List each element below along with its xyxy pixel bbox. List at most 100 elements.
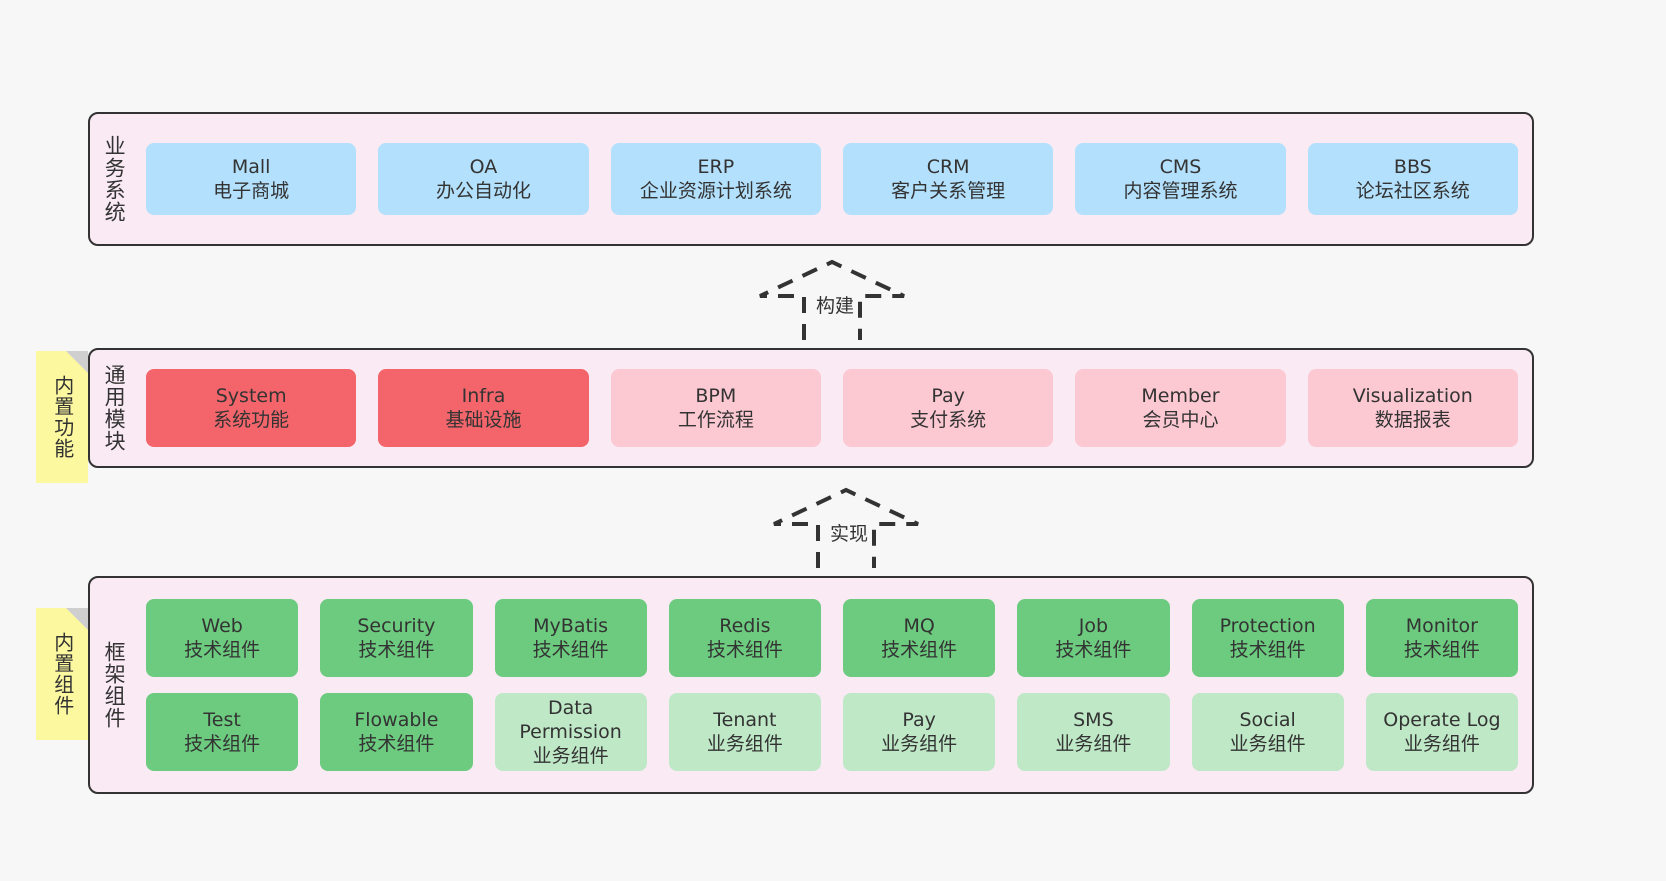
business-card-mall[interactable]: Mall 电子商城	[146, 143, 357, 215]
card-subtitle: 技术组件	[881, 639, 958, 661]
card-subtitle: 业务组件	[1403, 733, 1480, 755]
card-title: BPM	[695, 384, 737, 407]
card-title: OA	[469, 155, 498, 178]
card-subtitle: 技术组件	[358, 733, 435, 755]
business-system-card-row: Mall 电子商城 OA 办公自动化 ERP 企业资源计划系统 CRM 客户关系…	[146, 143, 1518, 215]
business-card-cms[interactable]: CMS 内容管理系统	[1075, 143, 1286, 215]
card-title: Web	[201, 614, 243, 637]
card-title: Job	[1078, 614, 1109, 637]
business-card-erp[interactable]: ERP 企业资源计划系统	[610, 143, 821, 215]
framework-card-monitor[interactable]: Monitor 技术组件	[1365, 599, 1518, 677]
card-subtitle: 办公自动化	[435, 180, 531, 202]
card-subtitle: 企业资源计划系统	[639, 180, 792, 202]
card-title: Security	[357, 614, 436, 637]
card-subtitle: 业务组件	[881, 733, 958, 755]
card-title: Flowable	[354, 708, 439, 731]
framework-component-layer: 框架组件 Web 技术组件 Security 技术组件 MyBatis 技术组件…	[88, 576, 1534, 794]
common-module-layer-body: System 系统功能 Infra 基础设施 BPM 工作流程 Pay 支付系统…	[138, 350, 1532, 466]
framework-card-flowable[interactable]: Flowable 技术组件	[320, 693, 473, 771]
card-title: Monitor	[1405, 614, 1478, 637]
card-title: SMS	[1073, 708, 1114, 731]
common-module-layer: 通用模块 System 系统功能 Infra 基础设施 BPM 工作流程 Pay…	[88, 348, 1534, 468]
common-card-bpm[interactable]: BPM 工作流程	[610, 369, 821, 447]
framework-card-test[interactable]: Test 技术组件	[146, 693, 299, 771]
card-title: CRM	[926, 155, 970, 178]
business-card-crm[interactable]: CRM 客户关系管理	[842, 143, 1054, 215]
card-subtitle: 业务组件	[532, 745, 609, 768]
framework-card-mybatis[interactable]: MyBatis 技术组件	[494, 599, 647, 677]
business-card-oa[interactable]: OA 办公自动化	[378, 143, 589, 215]
card-title: Pay	[902, 708, 936, 731]
card-title: CMS	[1159, 155, 1202, 178]
framework-card-mq[interactable]: MQ 技术组件	[843, 599, 996, 677]
business-system-layer-body: Mall 电子商城 OA 办公自动化 ERP 企业资源计划系统 CRM 客户关系…	[138, 114, 1532, 244]
build-arrow-label: 构建	[816, 295, 855, 317]
common-card-visualization[interactable]: Visualization 数据报表	[1307, 369, 1518, 447]
card-title: Data Permission	[519, 696, 622, 743]
framework-card-redis[interactable]: Redis 技术组件	[668, 599, 821, 677]
card-subtitle: 工作流程	[677, 409, 754, 431]
card-subtitle: 技术组件	[1055, 639, 1132, 661]
card-subtitle: 技术组件	[184, 733, 261, 755]
framework-card-operate-log[interactable]: Operate Log 业务组件	[1365, 693, 1518, 771]
framework-card-data-permission[interactable]: Data Permission 业务组件	[494, 693, 647, 771]
note-fold-corner-icon	[66, 608, 88, 630]
card-subtitle: 数据报表	[1374, 409, 1451, 431]
card-title: Protection	[1219, 614, 1316, 637]
card-subtitle: 技术组件	[1229, 639, 1306, 661]
framework-card-protection[interactable]: Protection 技术组件	[1191, 599, 1344, 677]
card-title: MQ	[903, 614, 935, 637]
framework-card-job[interactable]: Job 技术组件	[1017, 599, 1170, 677]
card-subtitle: 系统功能	[213, 409, 290, 431]
common-module-layer-title: 通用模块	[102, 364, 127, 452]
business-system-layer-title: 业务系统	[102, 135, 127, 223]
card-subtitle: 技术组件	[706, 639, 783, 661]
card-subtitle: 技术组件	[358, 639, 435, 661]
card-title: Social	[1239, 708, 1296, 731]
business-system-layer: 业务系统 Mall 电子商城 OA 办公自动化 ERP 企业资源计划系统 CRM…	[88, 112, 1534, 246]
framework-card-tenant[interactable]: Tenant 业务组件	[668, 693, 821, 771]
card-subtitle: 业务组件	[1229, 733, 1306, 755]
card-title: Infra	[461, 384, 506, 407]
card-subtitle: 客户关系管理	[891, 180, 1006, 202]
card-title: Visualization	[1352, 384, 1473, 407]
framework-card-sms[interactable]: SMS 业务组件	[1017, 693, 1170, 771]
card-title: Member	[1141, 384, 1220, 407]
framework-component-layer-title: 框架组件	[102, 641, 127, 729]
card-subtitle: 技术组件	[184, 639, 261, 661]
common-card-member[interactable]: Member 会员中心	[1075, 369, 1286, 447]
card-subtitle: 支付系统	[910, 409, 987, 431]
common-card-system[interactable]: System 系统功能	[146, 369, 357, 447]
card-title: Pay	[931, 384, 965, 407]
card-title: BBS	[1393, 155, 1432, 178]
card-title: Operate Log	[1383, 708, 1501, 731]
card-subtitle: 内容管理系统	[1123, 180, 1238, 202]
card-subtitle: 电子商城	[213, 180, 290, 202]
card-title: System	[215, 384, 287, 407]
card-title: Test	[203, 708, 241, 731]
card-subtitle: 会员中心	[1142, 409, 1219, 431]
card-title: Redis	[719, 614, 771, 637]
framework-card-security[interactable]: Security 技术组件	[320, 599, 473, 677]
framework-card-web[interactable]: Web 技术组件	[146, 599, 299, 677]
card-subtitle: 基础设施	[445, 409, 522, 431]
common-module-card-row: System 系统功能 Infra 基础设施 BPM 工作流程 Pay 支付系统…	[146, 369, 1518, 447]
note-fold-corner-icon	[66, 351, 88, 373]
card-title: MyBatis	[533, 614, 609, 637]
common-card-pay[interactable]: Pay 支付系统	[842, 369, 1054, 447]
framework-business-card-row: Test 技术组件 Flowable 技术组件 Data Permission …	[146, 693, 1518, 771]
card-subtitle: 技术组件	[532, 639, 609, 661]
card-subtitle: 论坛社区系统	[1355, 180, 1470, 202]
framework-card-social[interactable]: Social 业务组件	[1191, 693, 1344, 771]
card-title: Tenant	[713, 708, 777, 731]
builtin-component-note: 内置组件	[36, 608, 88, 740]
framework-card-pay[interactable]: Pay 业务组件	[843, 693, 996, 771]
business-card-bbs[interactable]: BBS 论坛社区系统	[1307, 143, 1518, 215]
common-card-infra[interactable]: Infra 基础设施	[378, 369, 589, 447]
builtin-component-note-label: 内置组件	[50, 632, 75, 716]
card-subtitle: 技术组件	[1403, 639, 1480, 661]
builtin-function-note: 内置功能	[36, 351, 88, 483]
card-subtitle: 业务组件	[706, 733, 783, 755]
implement-arrow-label: 实现	[830, 523, 869, 545]
